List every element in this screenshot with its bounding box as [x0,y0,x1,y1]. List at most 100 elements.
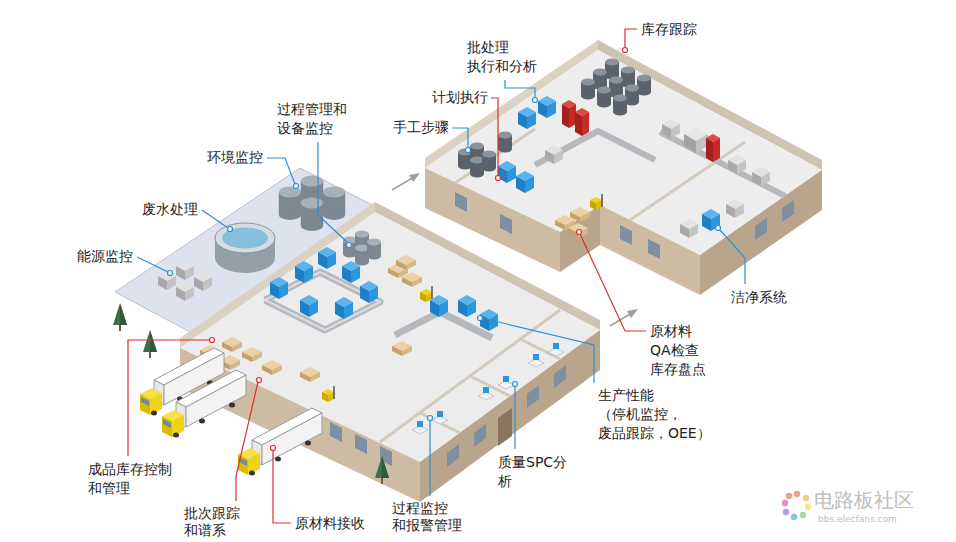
pallet [568,223,588,238]
leader-dot [716,226,721,231]
callout-label: 能源监控 [77,247,133,266]
clean-room-unit [680,219,698,238]
window [648,239,660,259]
flow-arrow [392,177,414,190]
inventory-tank [605,59,619,80]
clean-room-unit [702,209,720,231]
window [474,424,486,447]
leader-dot [257,378,262,383]
callout-label: 废水处理 [142,200,198,219]
window [755,218,767,240]
callout-label: 库存跟踪 [641,20,697,39]
callout-label: 计划执行 [432,88,488,107]
process-unit [728,155,746,174]
leader-dot [466,148,471,153]
process-machine [538,96,556,118]
watermark-logo [782,500,788,506]
forklift [420,286,432,302]
office-desk [498,376,514,389]
leader-line [128,340,210,456]
leader-dot [577,230,582,235]
process-unit [662,119,680,138]
building-front-wall [420,330,600,502]
environment-tank [323,186,345,220]
process-machine [270,277,288,299]
window [447,444,459,467]
callout-label: 洁净系统 [731,288,787,307]
tree [143,330,157,358]
window [500,214,512,234]
leader-dot [478,316,483,321]
batch-machine [562,100,576,128]
process-machine [516,171,534,193]
leader-line [505,80,535,98]
window [782,200,794,222]
flow-arrow [627,309,638,318]
process-machine [498,161,516,183]
pallet [262,360,282,375]
truck [238,408,322,476]
leader-line [491,98,498,176]
process-machine [300,295,318,317]
callout-label: 批次跟踪 和谱系 [184,505,244,539]
conveyor [265,272,380,330]
building-front-wall [425,168,560,272]
leader-line [202,210,228,228]
leader-line [429,420,430,496]
energy-unit [158,271,176,290]
window [527,385,539,408]
inventory-tank [637,75,651,96]
forklift [590,194,602,210]
process-tank [458,149,472,170]
inventory-tank [593,69,607,90]
inventory-tank [597,87,611,108]
pallet [392,341,412,356]
window [554,365,566,388]
leader-dot [228,227,233,232]
tree [113,303,127,331]
process-machine [430,295,448,317]
inventory-tank [625,85,639,106]
leader-dot [496,176,501,181]
pallet [402,272,422,287]
callout-label: 环境监控 [207,148,263,167]
conveyor [395,312,492,338]
clean-room-unit [726,199,744,218]
window [620,225,632,245]
leader-dot [168,271,173,276]
process-unit [752,167,770,186]
batch-machine [575,108,589,136]
flow-arrow [610,313,632,326]
building-front-wall [700,170,822,295]
window [455,192,467,212]
leader-line [273,450,291,523]
leader-dot [294,184,299,189]
tree [375,456,389,484]
process-tank [498,132,512,153]
leader-line [236,382,258,501]
process-unit [545,145,563,164]
callout-label: 过程监控 和报警管理 [392,500,466,534]
pallet [396,255,416,270]
leader-dot [347,243,352,248]
process-machine [458,295,476,317]
leader-line [482,318,594,383]
building-front-wall [600,205,700,295]
conveyor [265,272,380,330]
office-desk [548,343,564,356]
pallet [242,347,262,362]
leader-dot [623,48,628,53]
leader-dot [533,98,538,103]
callout-label: 原材料接收 [295,514,365,533]
process-tank [482,151,496,172]
office-desk [412,421,428,434]
conveyor [660,132,785,196]
watermark-logo [783,509,789,515]
inventory-tank [609,77,623,98]
energy-unit [176,282,194,301]
watermark-logo [786,493,792,499]
callout-label: 成品库存控制 和管理 [88,460,176,498]
leader-line [580,234,646,331]
pallet [300,367,320,382]
